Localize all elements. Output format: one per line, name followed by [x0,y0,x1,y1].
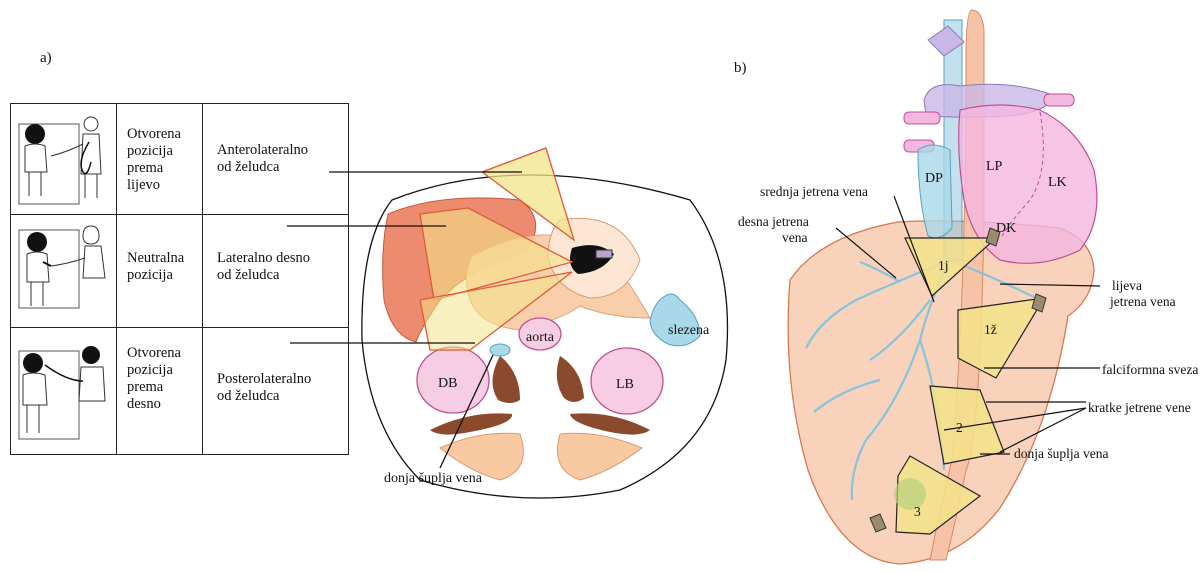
vessel-branch [904,112,940,124]
probe-label-1z: 1ž [984,322,997,337]
cross-section-diagram: aorta slezena DB LB donja šuplja vena [287,148,728,498]
spleen-label: slezena [668,323,710,338]
label-lk: LK [1048,175,1067,190]
probe-label-3: 3 [914,504,921,519]
aorta-label: aorta [526,330,555,345]
label-dk: DK [996,221,1016,236]
label-dp: DP [925,171,943,186]
label-srednja-jetrena-vena: srednja jetrena vena [760,184,868,199]
label-desna-jetrena-line1: desna jetrena [738,214,809,229]
vessel-branch [1044,94,1074,106]
endoscope-tip [596,250,612,258]
vena-cava-label: donja šuplja vena [384,471,483,486]
label-desna-jetrena-line2: vena [782,230,807,245]
probe-label-2: 2 [956,420,963,435]
vena-cava-vessel [490,344,510,356]
label-lp: LP [986,159,1003,174]
right-kidney-label: DB [438,376,457,391]
liver-heart-diagram: DP LP LK DK 1j 1ž 2 3 srednja jetrena ve… [738,10,1198,564]
label-lijeva-line1: lijeva [1112,278,1142,293]
label-kratke: kratke jetrene vene [1088,400,1191,415]
probe-label-1j: 1j [938,258,949,273]
label-donja-suplja: donja šuplja vena [1014,446,1108,461]
label-lijeva-line2: jetrena vena [1109,294,1176,309]
label-falciformna: falciformna sveza [1102,362,1198,377]
tissue-highlight [894,478,926,510]
left-kidney-label: LB [616,377,634,392]
